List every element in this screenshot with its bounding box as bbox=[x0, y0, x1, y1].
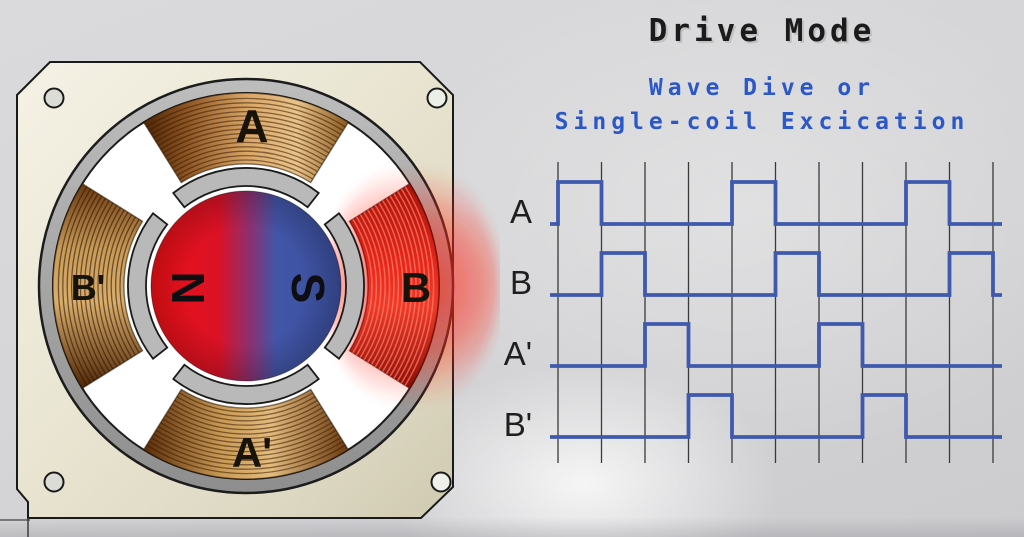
surface-line bbox=[0, 519, 30, 521]
coil-b-prime-label: B' bbox=[71, 267, 106, 308]
phase-timing-waveform-chart: AB A' B' bbox=[504, 162, 1002, 463]
signal-trace-B' bbox=[550, 393, 1002, 439]
subtitle-line-2: Single-coil Excication bbox=[554, 109, 970, 135]
signal-trace-A bbox=[550, 180, 1002, 226]
drive-mode-title: Drive Mode bbox=[648, 13, 876, 49]
screw-hole bbox=[43, 87, 65, 109]
signal-label-A: A bbox=[510, 193, 532, 230]
subtitle-line-1: Wave Dive or bbox=[648, 75, 876, 101]
signal-label-B': B' bbox=[504, 406, 532, 443]
drive-mode-subtitle: Wave Dive or Single-coil Excication bbox=[500, 71, 1024, 139]
stepper-motor-cross-section: N S A B B' A' bbox=[16, 61, 500, 537]
pole-shoe-bottom bbox=[172, 363, 320, 405]
coil-a-prime-winding bbox=[142, 388, 350, 480]
pole-shoe-right bbox=[323, 212, 365, 360]
signal-label-B: B bbox=[510, 264, 532, 301]
screw-hole bbox=[43, 471, 65, 493]
coil-a-winding bbox=[142, 92, 350, 184]
coil-a-prime-label: A' bbox=[232, 429, 272, 476]
coil-b-winding-energized bbox=[348, 182, 440, 390]
bottom-shadow bbox=[0, 517, 1024, 537]
pole-shoe-left bbox=[127, 212, 169, 360]
rotor-south-label: S bbox=[282, 273, 334, 304]
signal-trace-A' bbox=[550, 322, 1002, 368]
coil-b-label: B bbox=[401, 264, 431, 311]
signal-trace-B bbox=[550, 251, 1002, 297]
screw-hole bbox=[426, 87, 448, 109]
rotor-magnet: N S bbox=[150, 190, 342, 382]
screw-hole bbox=[430, 471, 452, 493]
signal-label-A': A' bbox=[504, 335, 532, 372]
pole-shoe-top bbox=[172, 167, 320, 209]
rotor-north-label: N bbox=[162, 271, 214, 304]
coil-b-prime-winding bbox=[52, 182, 144, 390]
coil-a-label: A bbox=[235, 100, 268, 152]
